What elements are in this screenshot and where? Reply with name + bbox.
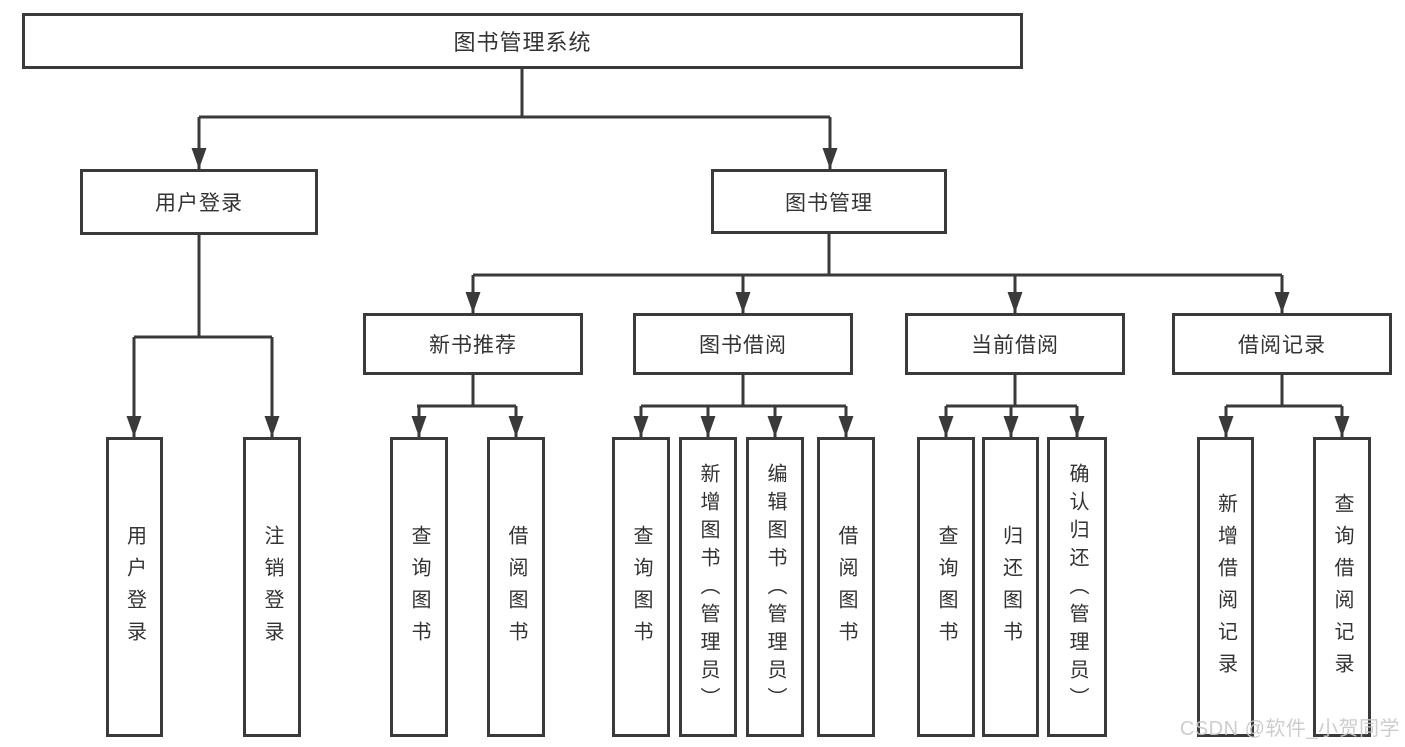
leaf-borrow-books-recommend: 借阅图书	[487, 437, 545, 737]
leaf-edit-books-admin: 编辑图书（管理员）	[746, 437, 804, 737]
node-library-management-system: 图书管理系统	[22, 13, 1023, 69]
node-current-borrowing: 当前借阅	[905, 313, 1125, 375]
leaf-add-books-admin: 新增图书（管理员）	[679, 437, 737, 737]
leaf-query-books-recommend: 查询图书	[390, 437, 448, 737]
csdn-watermark: CSDN @软件_小贺同学	[1179, 718, 1400, 740]
leaf-query-books-borrowing: 查询图书	[612, 437, 670, 737]
leaf-add-borrow-record: 新增借阅记录	[1197, 437, 1254, 737]
leaf-logout: 注销登录	[243, 437, 301, 737]
leaf-query-borrow-record: 查询借阅记录	[1313, 437, 1371, 737]
node-book-borrowing: 图书借阅	[633, 313, 853, 375]
node-borrow-records: 借阅记录	[1172, 313, 1392, 375]
node-book-management: 图书管理	[711, 169, 947, 234]
leaf-return-books: 归还图书	[982, 437, 1039, 737]
node-new-book-recommend: 新书推荐	[363, 313, 583, 375]
node-user-login: 用户登录	[80, 169, 318, 235]
leaf-borrow-books-borrowing: 借阅图书	[817, 437, 875, 737]
leaf-query-books-current: 查询图书	[917, 437, 975, 737]
leaf-user-login: 用户登录	[106, 437, 163, 737]
leaf-confirm-return-admin: 确认归还（管理员）	[1047, 437, 1107, 737]
